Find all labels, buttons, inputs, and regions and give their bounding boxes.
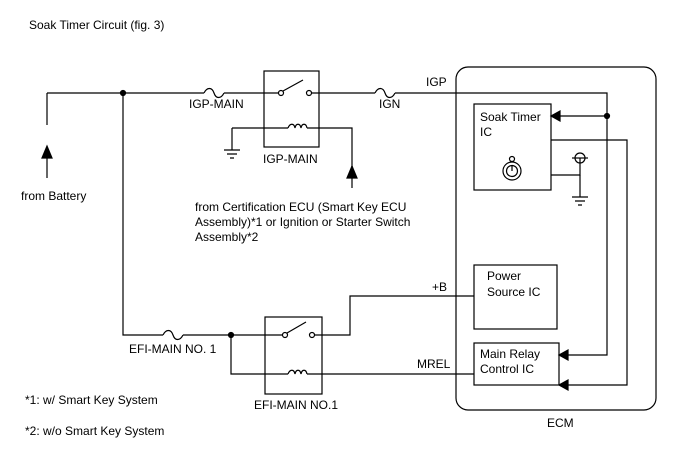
efi-main-fuse-label: EFI-MAIN NO. 1 xyxy=(129,342,217,356)
diagram-title: Soak Timer Circuit (fig. 3) xyxy=(29,18,165,32)
power-source-ic-label-line2: Source IC xyxy=(487,285,541,299)
cert-ecu-label-line3: Assembly*2 xyxy=(195,230,259,244)
efi-main-relay-box xyxy=(264,316,323,395)
footnote-1: *1: w/ Smart Key System xyxy=(25,393,158,407)
footnote-2: *2: w/o Smart Key System xyxy=(25,424,165,438)
ground-icon xyxy=(572,196,588,206)
main-relay-ic-box xyxy=(473,342,560,386)
igp-main-relay-label: IGP-MAIN xyxy=(263,152,318,166)
ecm-box xyxy=(455,66,657,411)
efi-main-fuse-symbol xyxy=(162,329,184,341)
igp-main-relay-box xyxy=(263,70,320,148)
igp-signal-label: IGP xyxy=(426,75,447,89)
igp-main-fuse-symbol xyxy=(203,87,225,99)
ign-fuse-symbol xyxy=(374,87,396,99)
power-source-ic-label-line1: Power xyxy=(487,269,522,283)
main-relay-ic-label-line1: Main Relay xyxy=(480,347,541,361)
ecm-label: ECM xyxy=(547,416,574,430)
plus-b-line xyxy=(314,295,474,336)
ign-fuse-label: IGN xyxy=(379,97,401,111)
ground-icon xyxy=(224,149,240,159)
power-source-ic-box xyxy=(473,264,558,330)
soak-timer-ic-box xyxy=(473,103,552,191)
efi-main-coil xyxy=(287,369,308,375)
main-relay-ic-label-line2: Control IC xyxy=(480,362,535,376)
igp-line xyxy=(395,92,608,116)
efi-main-relay-label: EFI-MAIN NO.1 xyxy=(254,398,339,412)
plus-b-label: +B xyxy=(432,280,448,294)
soak-timer-ic-label-line2: IC xyxy=(480,125,492,139)
igp-main-relay-switch xyxy=(282,79,304,92)
cert-ecu-label-line2: Assembly)*1 or Ignition or Starter Switc… xyxy=(195,215,411,229)
igp-main-coil xyxy=(287,123,308,129)
mrel-label: MREL xyxy=(417,357,451,371)
soak-timer-ic-label-line1: Soak Timer xyxy=(480,110,541,124)
battery-arrow xyxy=(41,144,53,159)
igp-main-fuse-label: IGP-MAIN xyxy=(189,97,244,111)
cert-ecu-label-line1: from Certification ECU (Smart Key ECU xyxy=(195,200,407,214)
efi-main-relay-switch xyxy=(286,321,307,334)
from-battery-label: from Battery xyxy=(21,189,87,203)
